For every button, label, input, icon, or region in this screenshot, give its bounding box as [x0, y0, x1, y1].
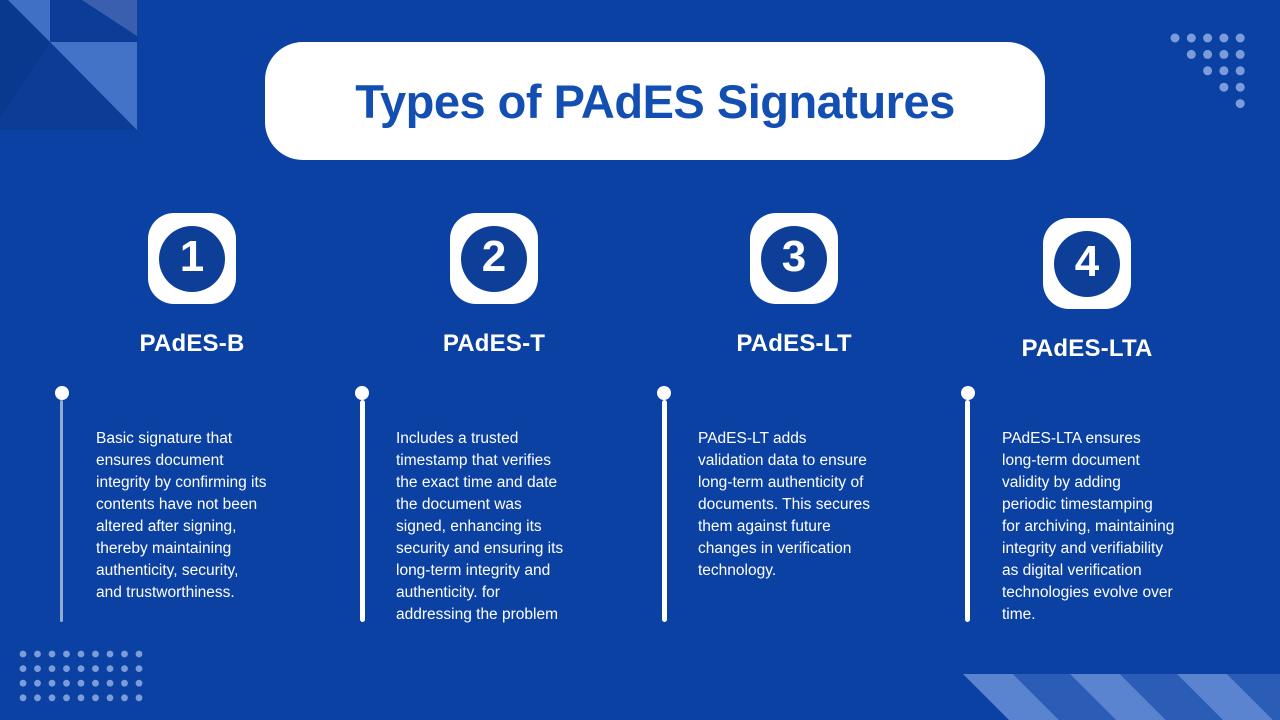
- badge-number: 1: [179, 232, 205, 281]
- badge-number: 2: [481, 232, 507, 281]
- bottom-right-stripes-decoration: [963, 674, 1280, 720]
- column-pades-lta: 4 PAdES-LTA PAdES-LTA ensures long-term …: [937, 213, 1237, 643]
- number-badge-circle: 4: [1054, 230, 1120, 297]
- number-badge-circle: 3: [761, 225, 827, 292]
- page-title: Types of PAdES Signatures: [355, 74, 955, 128]
- title-card: Types of PAdES Signatures: [265, 42, 1045, 160]
- bottom-left-dots-decoration: [19, 650, 143, 702]
- timeline-line: [662, 400, 667, 622]
- number-badge: 1: [148, 213, 236, 304]
- column-pades-lt: 3 PAdES-LT PAdES-LT adds validation data…: [644, 213, 944, 643]
- column-description: PAdES-LTA ensures long-term document val…: [1002, 429, 1175, 623]
- column-pades-b: 1 PAdES-B Basic signature that ensures d…: [42, 213, 342, 643]
- top-right-dots-decoration: [1170, 33, 1245, 109]
- column-heading: PAdES-T: [442, 330, 546, 357]
- timeline-line: [965, 400, 970, 622]
- column-pades-t: 2 PAdES-T Includes a trusted timestamp t…: [344, 213, 644, 643]
- column-description: PAdES-LT adds validation data to ensure …: [698, 429, 871, 579]
- timeline-dot: [355, 386, 369, 400]
- timeline-dot: [657, 386, 671, 400]
- timeline-line: [60, 400, 63, 622]
- number-badge: 3: [750, 213, 838, 304]
- timeline-line: [360, 400, 365, 622]
- timeline-dot: [961, 386, 975, 400]
- number-badge-circle: 2: [461, 225, 527, 292]
- top-left-triangles-decoration: [0, 0, 137, 130]
- timeline-dot: [55, 386, 69, 400]
- number-badge: 2: [450, 213, 538, 304]
- column-heading: PAdES-B: [139, 330, 245, 357]
- badge-number: 3: [781, 232, 807, 281]
- number-badge: 4: [1043, 218, 1131, 309]
- column-description: Basic signature that ensures document in…: [96, 429, 267, 601]
- column-description: Includes a trusted timestamp that verifi…: [396, 429, 564, 623]
- column-heading: PAdES-LT: [736, 330, 852, 357]
- number-badge-circle: 1: [159, 225, 225, 292]
- badge-number: 4: [1074, 237, 1100, 286]
- column-heading: PAdES-LTA: [1021, 335, 1153, 362]
